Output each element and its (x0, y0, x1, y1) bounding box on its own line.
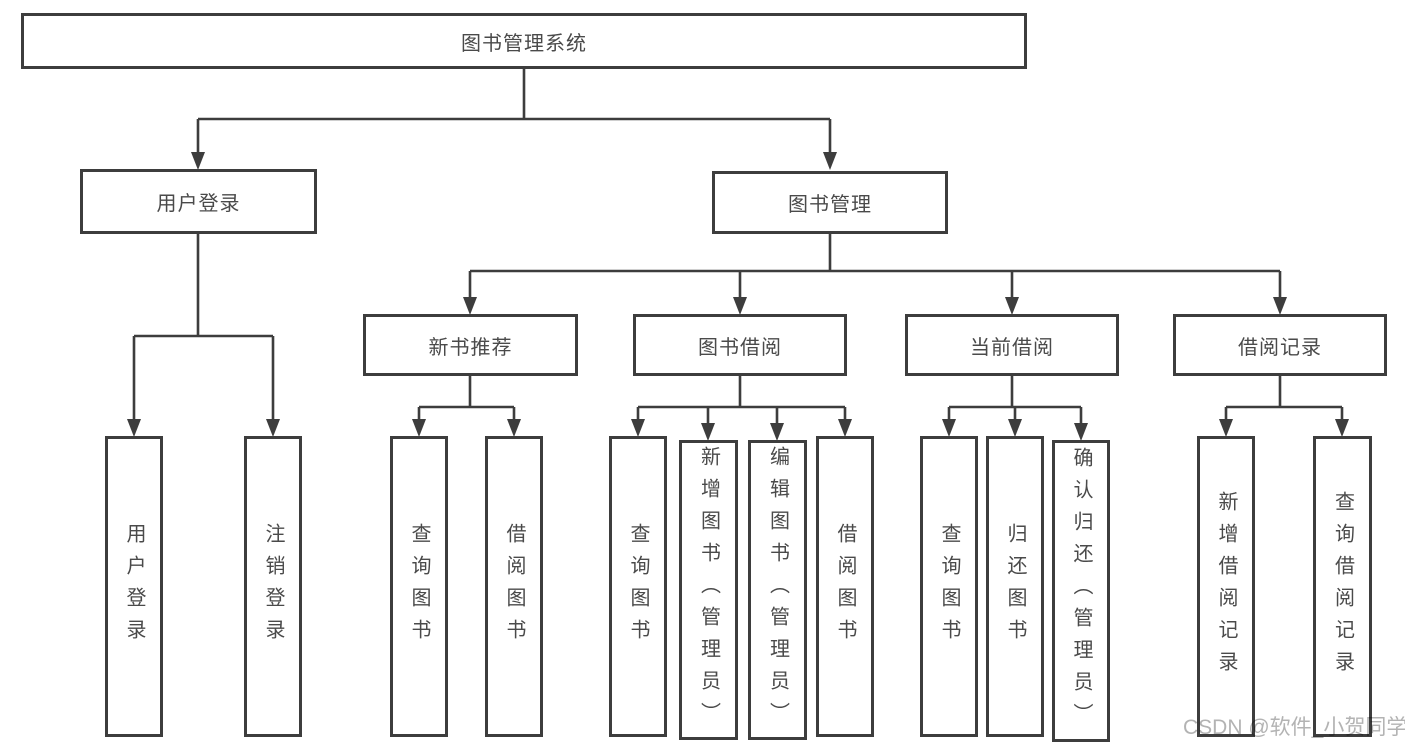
node-new-books: 新书推荐 (363, 314, 578, 376)
leaf-label: 确认归还（管理员） (1070, 447, 1092, 735)
connector-root-to-level2 (196, 67, 832, 153)
arrowheads (127, 152, 1349, 441)
leaf-label: 注销登录 (262, 522, 284, 651)
arrowhead (733, 297, 747, 315)
node-records-leaf-query: 查询借阅记录 (1313, 436, 1372, 737)
node-book-mgmt-label: 图书管理 (788, 194, 872, 216)
node-current-label: 当前借阅 (970, 336, 1054, 359)
leaf-label: 查询图书 (408, 522, 430, 651)
connector-current-children (947, 374, 1083, 424)
leaf-label: 编辑图书（管理员） (766, 446, 789, 734)
leaf-label: 新增借阅记录 (1215, 490, 1237, 683)
node-new-books-leaf-query: 查询图书 (390, 436, 448, 737)
node-current-leaf-return: 归还图书 (986, 436, 1044, 737)
connector-new-books-children (417, 374, 516, 420)
arrowhead (266, 419, 280, 437)
node-current-leaf-query: 查询图书 (920, 436, 978, 737)
node-new-books-leaf-borrow: 借阅图书 (485, 436, 543, 737)
node-current: 当前借阅 (905, 314, 1119, 376)
connector-user-login-children (132, 232, 275, 420)
arrowhead (1335, 419, 1349, 437)
arrowhead (1074, 423, 1088, 441)
leaf-label: 查询图书 (938, 522, 960, 651)
arrowhead (942, 419, 956, 437)
node-user-login-label: 用户登录 (156, 193, 241, 215)
node-borrowing-leaf-query: 查询图书 (609, 436, 667, 737)
node-records: 借阅记录 (1173, 314, 1387, 376)
arrowhead (838, 419, 852, 437)
node-new-books-label: 新书推荐 (428, 336, 513, 359)
node-borrowing-leaf-borrow: 借阅图书 (816, 436, 874, 737)
arrowhead (1273, 297, 1287, 315)
node-current-leaf-confirm-admin: 确认归还（管理员） (1052, 440, 1110, 742)
arrowhead (770, 423, 784, 441)
leaf-label: 用户登录 (123, 522, 145, 651)
node-root: 图书管理系统 (21, 13, 1027, 69)
node-root-label: 图书管理系统 (461, 32, 587, 55)
arrowhead (412, 419, 426, 437)
arrowhead (631, 419, 645, 437)
node-book-mgmt: 图书管理 (712, 171, 948, 234)
arrowhead (1005, 297, 1019, 315)
connector-records-children (1224, 374, 1344, 420)
csdn-watermark: CSDN @软件_小贺同学 (1183, 716, 1405, 739)
node-borrowing-leaf-edit-admin: 编辑图书（管理员） (748, 440, 807, 740)
node-user-login: 用户登录 (80, 169, 317, 234)
arrowhead (1219, 419, 1233, 437)
arrowhead (701, 423, 715, 441)
leaf-label: 归还图书 (1004, 522, 1026, 651)
arrowhead (463, 297, 477, 315)
node-records-label: 借阅记录 (1238, 336, 1322, 359)
arrowhead (127, 419, 141, 437)
leaf-label: 借阅图书 (503, 522, 525, 651)
arrowhead (1008, 419, 1022, 437)
node-borrowing-label: 图书借阅 (698, 336, 782, 359)
arrowhead (191, 152, 205, 170)
connector-book-mgmt-children (468, 232, 1282, 298)
node-user-login-leaf-logout: 注销登录 (244, 436, 302, 737)
node-user-login-leaf-login: 用户登录 (105, 436, 163, 737)
leaf-label: 查询借阅记录 (1331, 490, 1354, 683)
connector-lines (132, 67, 1344, 424)
leaf-label: 查询图书 (627, 522, 649, 651)
node-borrowing: 图书借阅 (633, 314, 847, 376)
node-records-leaf-add: 新增借阅记录 (1197, 436, 1255, 737)
arrowhead (507, 419, 521, 437)
arrowhead (823, 152, 837, 170)
leaf-label: 借阅图书 (834, 522, 856, 651)
connector-borrowing-children (636, 374, 847, 424)
node-borrowing-leaf-add-admin: 新增图书（管理员） (679, 440, 738, 740)
leaf-label: 新增图书（管理员） (697, 446, 720, 734)
